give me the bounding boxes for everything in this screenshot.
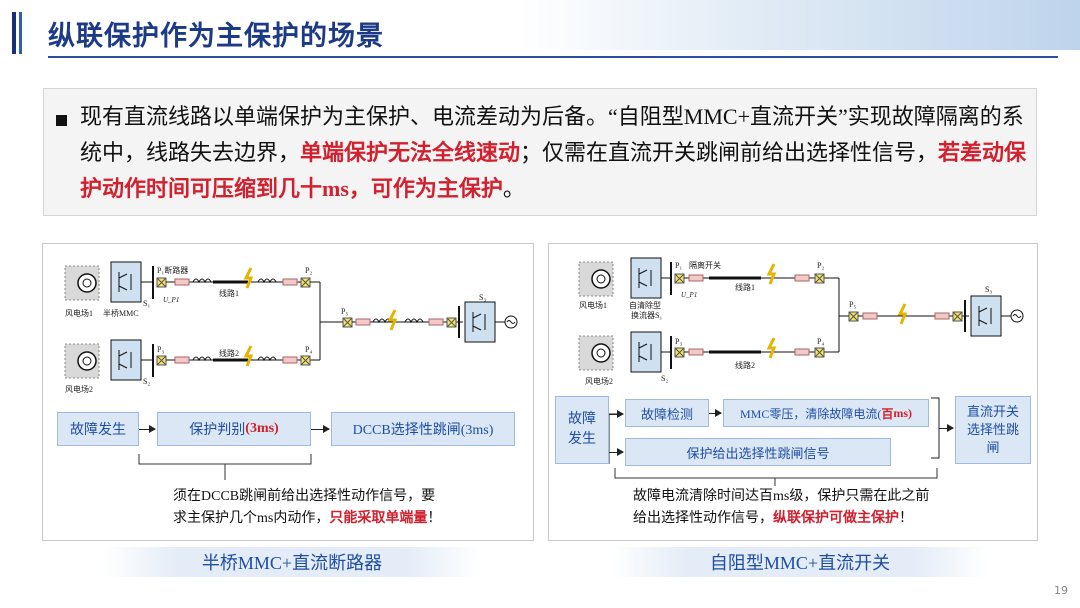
- label-up1: U_P1: [681, 291, 697, 299]
- label-p3: P₃: [675, 337, 682, 346]
- converter-3-icon: [970, 295, 1002, 337]
- mmc-1-icon: [110, 261, 142, 303]
- label-p2: P₂: [817, 261, 824, 270]
- left-panel: P₁断路器 P₂ P₃ P₄ P₅ S₁ S₂ S₃ U_P1 线路1 线路2 …: [42, 243, 534, 541]
- fault-lightning-icon-3: [387, 309, 398, 331]
- label-p5: P₅: [849, 300, 856, 309]
- label-isolating-switch: 隔离开关: [689, 260, 721, 270]
- square-bullet-icon: [56, 115, 67, 126]
- title-accent-bars: [12, 12, 22, 54]
- left-circuit-diagram: P₁断路器 P₂ P₃ P₄ P₅ S₁ S₂ S₃ U_P1 线路1 线路2 …: [64, 261, 518, 480]
- label-line2: 线路2: [735, 360, 755, 370]
- converter-2-icon: [630, 331, 662, 373]
- label-line2: 线路2: [219, 348, 239, 358]
- flow-box-dccb-trip: DCCB选择性跳闸(3ms): [331, 412, 515, 446]
- intro-text: 现有直流线路以单端保护为主保护、电流差动为后备。“自阻型MMC+直流开关”实现故…: [80, 99, 1030, 207]
- label-s2: S₂: [661, 374, 668, 383]
- title-divider: [48, 56, 1058, 58]
- flow-box-switch-selective-trip: 直流开关选择性跳闸: [955, 396, 1031, 464]
- intro-seg1: 现有直流线路以单端保护为主保护、电流差动为后备。“自阻型MMC+直流开关”实现故…: [80, 104, 1024, 165]
- right-note: 故障电流清除时间达百ms级，保护只需在此之前 给出选择性动作信号，纵联保护可做主…: [633, 489, 930, 526]
- flow-arrow-3: [609, 448, 624, 456]
- flow-arrow-1: [609, 410, 624, 418]
- fault-lightning-icon-1: [766, 263, 777, 285]
- flow-box-protection-judgment: 保护判别(3ms): [157, 412, 311, 446]
- label-converter-a: 自清除型: [629, 300, 661, 310]
- page-title: 纵联保护作为主保护的场景: [48, 21, 384, 52]
- right-panel: P₁ 隔离开关 P₂ P₃ P₄ P₅ S₂ S₃ U_P1 线路1 线路2 风…: [548, 243, 1038, 541]
- mmc-2-icon: [110, 339, 142, 381]
- label-wind-farm-1: 风电场1: [65, 308, 93, 318]
- flow-arrow-2: [709, 409, 722, 417]
- converter-1-icon: [630, 257, 662, 299]
- label-line1: 线路1: [219, 288, 239, 298]
- label-up1: U_P1: [163, 296, 179, 304]
- mmc-3-icon: [464, 301, 496, 343]
- flow-bracket-right: [931, 397, 940, 459]
- fault-lightning-icon-1: [243, 267, 254, 289]
- right-circuit-diagram: P₁ 隔离开关 P₂ P₃ P₄ P₅ S₂ S₃ U_P1 线路1 线路2 风…: [578, 257, 1024, 486]
- flow-arrow-4: [939, 424, 954, 432]
- flow-bracket-bottom: [614, 468, 938, 479]
- label-s3: S₃: [985, 285, 992, 294]
- label-p5: P₅: [341, 307, 348, 316]
- label-s2: S₂: [143, 377, 150, 386]
- label-line1: 线路1: [735, 282, 755, 292]
- label-p4: P₄: [305, 345, 312, 354]
- label-s3: S₃: [479, 293, 486, 302]
- header-sky-background: [520, 0, 1080, 50]
- fault-lightning-icon-3: [897, 303, 908, 325]
- label-p1: P₁断路器: [157, 265, 188, 275]
- label-p2: P₂: [305, 266, 312, 275]
- label-p4: P₄: [817, 337, 824, 346]
- right-caption: 自阻型MMC+直流开关: [612, 547, 988, 577]
- intro-highlight-1: 单端保护无法全线速动: [300, 140, 521, 165]
- label-s1: S₁: [143, 299, 150, 308]
- left-caption: 半桥MMC+直流断路器: [104, 547, 480, 577]
- flow-arrow-2: [311, 425, 330, 433]
- flow-box-fault-occurs: 故障发生: [57, 412, 139, 446]
- label-wind-farm-2: 风电场2: [585, 376, 613, 386]
- label-converter-b: 换流器S₁: [631, 310, 662, 320]
- flow-bracket: [138, 454, 312, 465]
- page-number: 19: [1054, 584, 1068, 597]
- intro-box: 现有直流线路以单端保护为主保护、电流差动为后备。“自阻型MMC+直流开关”实现故…: [43, 88, 1037, 216]
- flow-box-fault-occurs: 故障发生: [555, 396, 609, 464]
- generator-1-icon: [77, 273, 97, 293]
- label-p3: P₃: [157, 345, 164, 354]
- intro-highlight-2: 若差动保护动作时间可压缩到几十ms，可作为主保护: [80, 140, 1027, 201]
- inductor-icon: [192, 278, 212, 284]
- fault-lightning-icon-2: [243, 345, 254, 367]
- label-wind-farm-1: 风电场1: [579, 300, 607, 310]
- flow-box-selective-trip-signal: 保护给出选择性跳闸信号: [625, 438, 891, 466]
- flow-box-fault-detection: 故障检测: [625, 399, 709, 427]
- fault-lightning-icon-2: [766, 337, 777, 359]
- label-p1: P₁: [675, 261, 682, 270]
- label-wind-farm-2: 风电场2: [65, 384, 93, 394]
- flow-arrow-1: [139, 425, 156, 433]
- left-note: 须在DCCB跳闸前给出选择性动作信号，要 求主保护几个ms内动作，只能采取单端量…: [173, 489, 442, 526]
- intro-seg3: 。: [502, 176, 525, 201]
- label-mmc: 半桥MMC: [103, 308, 139, 318]
- intro-seg2: ；仅需在直流开关跳闸前给出选择性信号，: [520, 140, 939, 165]
